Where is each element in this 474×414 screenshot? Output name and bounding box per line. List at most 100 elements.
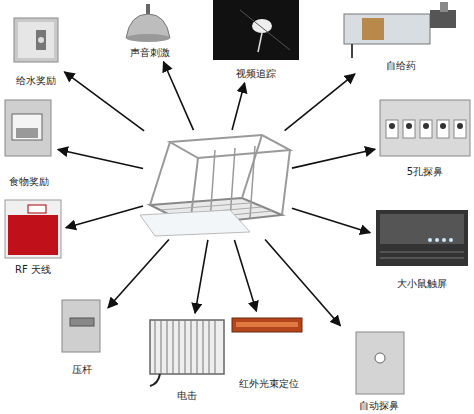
module-box: 压杆 [58,298,106,376]
shock-grid-photo-part [161,320,162,374]
water-reward-photo-part [38,37,44,43]
five-hole-photo-part [380,100,470,156]
touch-screen-photo-part [428,238,432,242]
module-box: 红外光束定位 [226,314,312,390]
module-box: 自给药 [338,2,463,72]
arrow-connector [66,206,143,228]
pump-photo-part [440,2,448,12]
pump-photo-part [351,44,353,58]
shock-grid-photo-part [150,320,224,374]
shock-grid-photo-part [155,320,156,374]
five-hole-photo-part [437,120,449,138]
arrow-connector [265,240,340,326]
pump-photo-part [430,10,456,28]
video-tracking-photo [213,0,299,60]
video-tracking-photo-part [258,33,262,52]
shock-grid-photo-part [197,320,198,374]
touch-screen-photo-part [376,210,468,266]
nose-poke-photo [356,332,404,394]
shock-grid-photo-part [173,320,174,374]
module-box: 大小鼠触屏 [373,208,471,290]
shock-grid-photo-part [191,320,192,374]
module-label: 压杆 [72,364,92,376]
pump-photo [344,2,456,58]
video-tracking-photo-part [240,10,290,50]
video-tracking-photo-part [252,19,272,33]
cage-photo-part [282,150,290,215]
ir-beam-photo-part [232,318,302,332]
five-hole-photo-part [423,123,429,129]
apparatus-box [145,132,290,238]
pump-photo-part [344,14,430,44]
arrow-connector [64,72,144,131]
pump-photo-part [362,18,384,40]
cage-photo-part [150,142,170,205]
five-hole-photo-part [403,120,415,138]
shock-grid-photo-part [215,320,216,374]
module-label: 红外光束定位 [239,378,299,390]
arrow-connector [232,83,245,130]
shock-grid-photo-part [203,320,204,374]
speaker-photo-part [126,34,170,42]
arrow-connector [108,239,169,307]
shock-grid-photo-part [150,374,160,386]
module-label: 食物奖励 [9,176,49,188]
cage-photo-part [140,210,250,236]
arrow-connector [285,74,355,131]
module-label: 自给药 [386,60,416,72]
arrow-connector [163,62,193,130]
module-label: 声音刺激 [130,47,170,59]
arrow-connector [292,208,370,232]
five-hole-photo [380,100,470,156]
module-box: 声音刺激 [115,3,185,59]
five-hole-photo-part [440,123,446,129]
ir-beam-photo [232,318,302,332]
rf-antenna-photo-part [28,205,46,213]
lever-photo-part [70,318,94,326]
module-label: 电击 [177,390,197,402]
lever-photo-part [62,300,100,352]
touch-screen-photo-part [380,252,464,253]
five-hole-photo-part [457,123,463,129]
food-reward-photo-part [16,128,38,138]
water-reward-photo-part [14,18,58,62]
nose-poke-photo-part [356,332,404,394]
touch-screen-photo-part [380,214,464,244]
water-reward-photo-part [18,22,54,58]
module-box: 电击 [146,316,228,402]
speaker-photo [126,4,170,42]
module-box: RF 天线 [3,198,63,276]
water-reward-photo [14,18,58,62]
rf-antenna-photo-part [8,215,58,255]
five-hole-photo-part [406,123,412,129]
module-box: 给水奖励 [10,15,62,87]
module-label: 5孔探鼻 [407,166,443,178]
five-hole-photo-part [386,120,398,138]
shock-grid-photo [150,320,224,386]
touch-screen-photo-part [435,238,439,242]
five-hole-photo-part [454,120,466,138]
touch-screen-photo-part [442,238,446,242]
module-label: 给水奖励 [16,75,56,87]
rf-antenna-photo [5,200,61,258]
module-box: 自动探鼻 [340,328,418,412]
module-box: 视频追踪 [210,0,302,80]
module-label: 自动探鼻 [359,400,399,412]
shock-grid-photo-part [209,320,210,374]
water-reward-photo-part [36,30,46,50]
rf-antenna-photo-part [5,200,61,258]
touch-screen-photo-part [449,238,453,242]
module-label: 大小鼠触屏 [397,278,447,290]
food-reward-photo-part [5,100,51,156]
shock-grid-photo-part [179,320,180,374]
module-box: 食物奖励 [3,98,55,188]
lever-photo [62,300,100,352]
food-reward-photo-part [12,114,42,140]
module-label: RF 天线 [15,264,51,276]
five-hole-photo-part [389,123,395,129]
ir-beam-photo-part [236,322,298,327]
speaker-photo-part [146,4,150,14]
nose-poke-photo-part [375,353,385,363]
cage-photo-part [170,135,290,158]
